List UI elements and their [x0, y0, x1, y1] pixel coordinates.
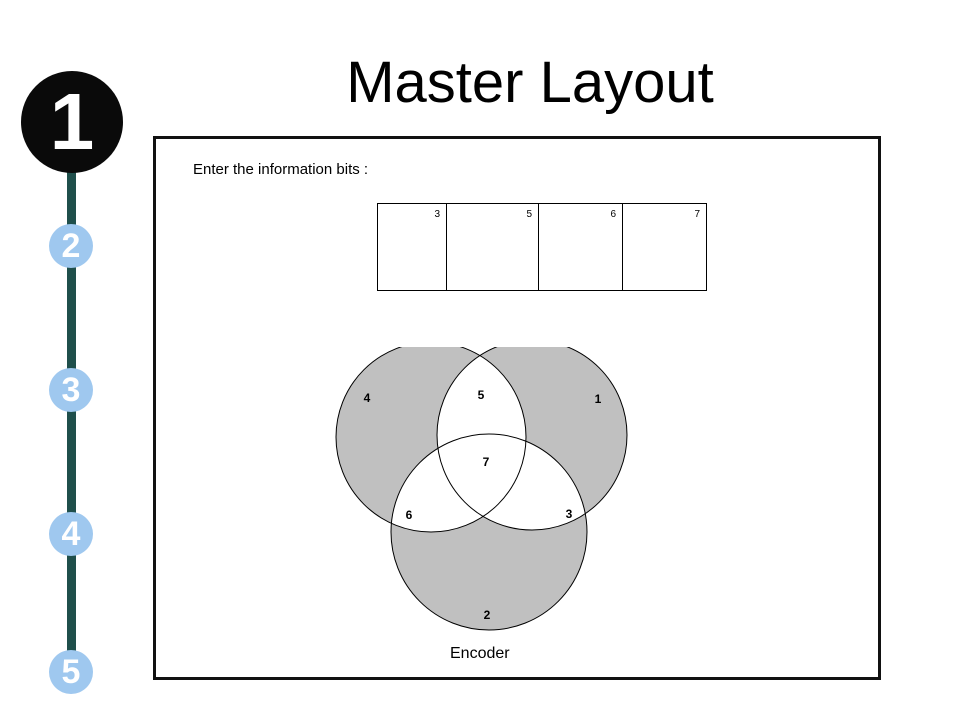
- bit-cell-6[interactable]: 6: [538, 203, 623, 291]
- bit-cell-7[interactable]: 7: [622, 203, 707, 291]
- encoder-panel: Enter the information bits : 3 5 6 7 4: [153, 136, 881, 680]
- region-label-1: 1: [595, 392, 602, 406]
- hamming-venn-diagram: 4 1 5 7 6 3 2: [335, 347, 628, 631]
- step-5[interactable]: 5: [49, 650, 93, 694]
- step-1[interactable]: 1: [21, 71, 123, 173]
- region-label-4: 4: [364, 391, 371, 405]
- page-title: Master Layout: [346, 50, 714, 115]
- region-label-3: 3: [566, 507, 573, 521]
- encoder-caption: Encoder: [450, 645, 510, 662]
- step-rail: [67, 150, 76, 680]
- region-label-2: 2: [484, 608, 491, 622]
- info-bits-prompt: Enter the information bits :: [193, 161, 369, 178]
- bit-cell-3[interactable]: 3: [377, 203, 447, 291]
- info-bits-table: 3 5 6 7: [377, 203, 707, 291]
- region-label-5: 5: [478, 388, 485, 402]
- step-2-label: 2: [61, 227, 81, 265]
- step-1-label: 1: [49, 77, 95, 166]
- step-2[interactable]: 2: [49, 224, 93, 268]
- step-3-label: 3: [61, 371, 81, 409]
- bit-cell-5[interactable]: 5: [446, 203, 539, 291]
- region-label-6: 6: [406, 508, 413, 522]
- region-label-7: 7: [483, 455, 490, 469]
- step-3[interactable]: 3: [49, 368, 93, 412]
- step-4[interactable]: 4: [49, 512, 93, 556]
- step-5-label: 5: [61, 653, 81, 691]
- step-4-label: 4: [61, 515, 81, 553]
